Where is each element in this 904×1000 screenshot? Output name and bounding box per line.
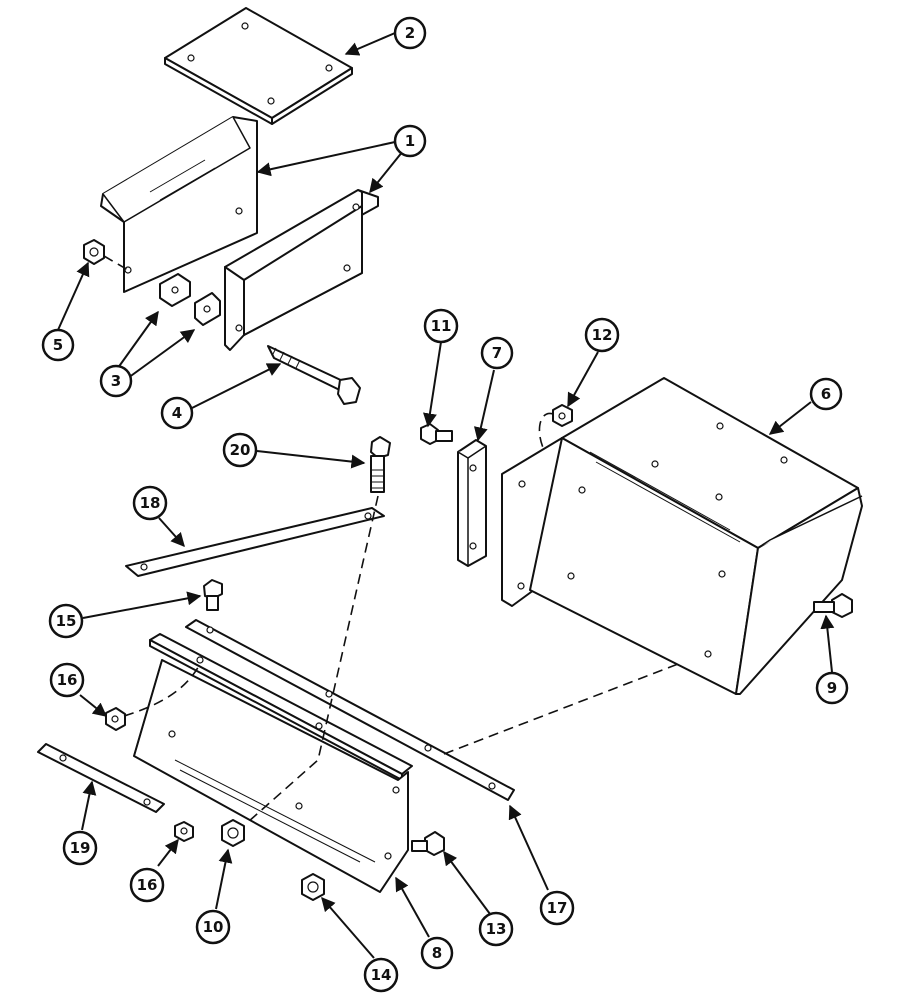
bolt-part-13 [411,831,445,856]
cover-housing-part-6 [501,377,863,695]
plate-part-2 [164,7,353,125]
alignment-line [103,255,129,271]
long-strip-part-17 [185,619,515,801]
nut-part-14 [301,873,325,901]
bolt-part-15 [203,579,223,611]
callout-1: 1 [393,124,427,158]
callout-5: 5 [41,328,75,362]
nut-part-16-lower [174,821,194,842]
bolt-part-9 [813,593,853,618]
callout-4: 4 [160,396,194,430]
svg-text:16: 16 [57,671,78,689]
svg-text:5: 5 [53,336,63,354]
svg-text:15: 15 [56,612,77,630]
alignment-line [521,412,554,489]
nut-part-12 [552,404,573,427]
callout-16-lower: 16 [129,867,165,903]
svg-text:3: 3 [111,372,121,390]
svg-text:9: 9 [827,679,837,697]
callout-2: 2 [393,16,427,50]
callout-9: 9 [815,671,849,705]
leader-lines [57,32,835,959]
angle-bracket-right-part-1 [224,189,379,351]
svg-text:13: 13 [486,920,507,938]
callout-8: 8 [420,936,454,970]
strap-part-7 [457,439,487,567]
bolt-part-11 [420,423,453,445]
svg-text:4: 4 [172,404,182,422]
svg-text:20: 20 [230,441,251,459]
callout-13: 13 [478,911,514,947]
spacer-part-3 [159,273,221,326]
callout-11: 11 [423,308,459,344]
svg-text:18: 18 [140,494,161,512]
svg-text:10: 10 [203,918,224,936]
flat-bar-part-18 [125,507,385,577]
callout-14: 14 [363,957,399,993]
callout-16-upper: 16 [49,662,85,698]
svg-text:7: 7 [492,344,502,362]
channel-part-8 [133,633,413,893]
nut-part-16-upper [105,707,126,731]
alignment-line [443,653,705,755]
svg-text:12: 12 [592,326,613,344]
svg-text:1: 1 [405,132,415,150]
long-bolt-part-4 [267,345,361,405]
angle-bracket-left-part-1 [100,116,258,293]
svg-text:6: 6 [821,385,831,403]
callout-3: 3 [99,364,133,398]
svg-text:11: 11 [431,317,452,335]
callout-17: 17 [539,890,575,926]
svg-text:2: 2 [405,24,415,42]
svg-text:14: 14 [371,966,392,984]
callout-12: 12 [584,317,620,353]
svg-text:17: 17 [547,899,568,917]
callout-6: 6 [809,377,843,411]
callout-18: 18 [132,485,168,521]
svg-text:16: 16 [137,876,158,894]
callout-15: 15 [48,603,84,639]
nut-part-5 [83,239,105,265]
bolt-part-20 [370,436,391,493]
callout-7: 7 [480,336,514,370]
alignment-line [123,663,201,717]
svg-text:19: 19 [70,839,91,857]
callout-10: 10 [195,909,231,945]
small-strip-part-19 [37,743,165,813]
svg-text:8: 8 [432,944,442,962]
callout-19: 19 [62,830,98,866]
callout-20: 20 [222,432,258,468]
nut-part-10 [221,819,245,847]
